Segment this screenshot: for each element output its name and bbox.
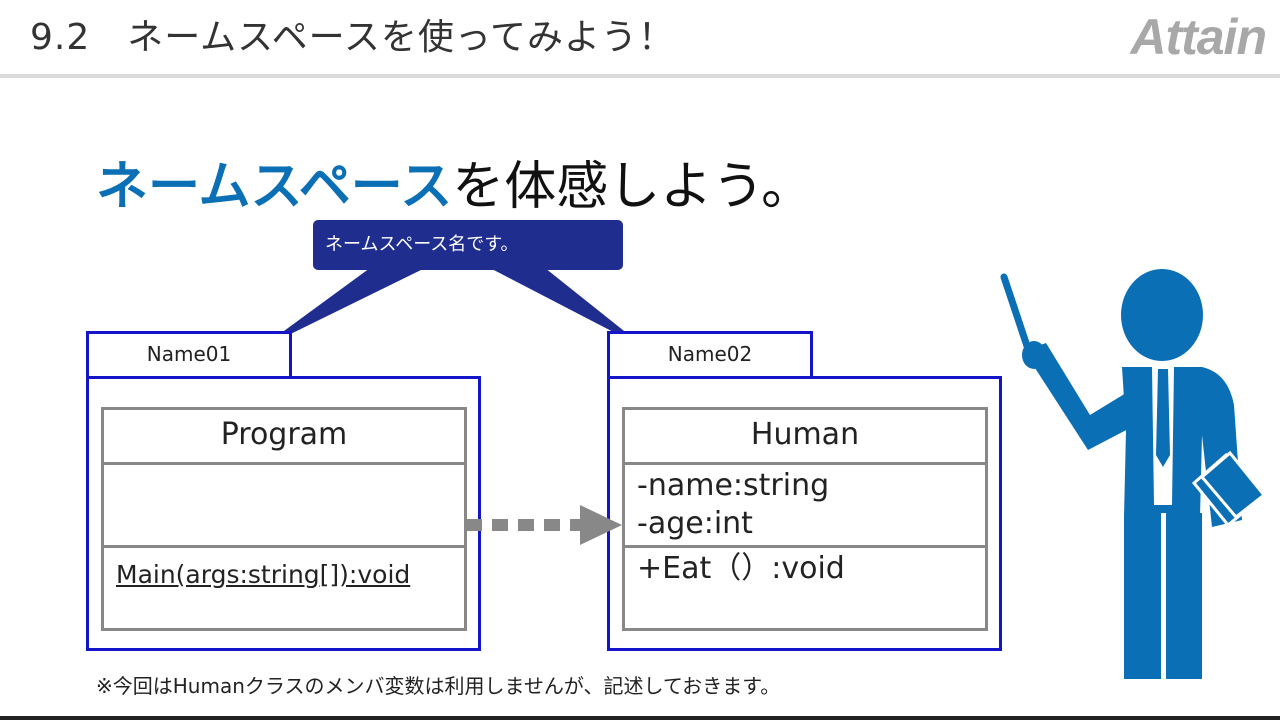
class-methods: Main(args:string[]):void (104, 560, 464, 610)
class-name: Human (625, 410, 985, 465)
class-attributes: -name:string -age:int (625, 465, 985, 548)
class-human: Human -name:string -age:int +Eat（）:void (622, 407, 988, 631)
class-program: Program Main(args:string[]):void (101, 407, 467, 631)
namespace-label: Name02 (667, 342, 753, 366)
callout-tail-left (258, 268, 425, 350)
namespace-tab-name01: Name01 (86, 331, 292, 379)
attribute-name: -name:string (637, 468, 830, 503)
callout-text: ネームスペース名です。 (325, 234, 519, 255)
class-methods: +Eat（）:void (625, 550, 985, 610)
heading-rest: を体感しよう。 (452, 157, 814, 217)
attain-logo: Attain (1130, 9, 1267, 65)
namespace-box-name02: Human -name:string -age:int +Eat（）:void (607, 376, 1002, 651)
footnote: ※今回はHumanクラスのメンバ変数は利用しませんが、記述しておきます。 (96, 674, 781, 698)
namespace-tab-name02: Name02 (607, 331, 813, 379)
slide-heading: ネームスペースを体感しよう。 (96, 144, 813, 219)
attribute-age: -age:int (637, 506, 753, 541)
namespace-label: Name01 (146, 342, 232, 366)
bottom-divider (0, 716, 1280, 720)
class-attributes (104, 465, 464, 548)
method-eat: +Eat（）:void (637, 551, 845, 586)
namespace-box-name01: Program Main(args:string[]):void (86, 376, 481, 651)
callout-bubble: ネームスペース名です。 (313, 220, 623, 270)
presenter-figure-icon (1000, 269, 1267, 679)
slide-title: 9.2 ネームスペースを使ってみよう！ (30, 17, 676, 58)
slide-header: 9.2 ネームスペースを使ってみよう！ Attain (0, 0, 1280, 78)
method-main: Main(args:string[]):void (116, 560, 411, 589)
arrow-head (580, 505, 622, 545)
callout-tail-right (490, 268, 648, 350)
class-name: Program (104, 410, 464, 465)
heading-highlight: ネームスペース (96, 157, 453, 217)
